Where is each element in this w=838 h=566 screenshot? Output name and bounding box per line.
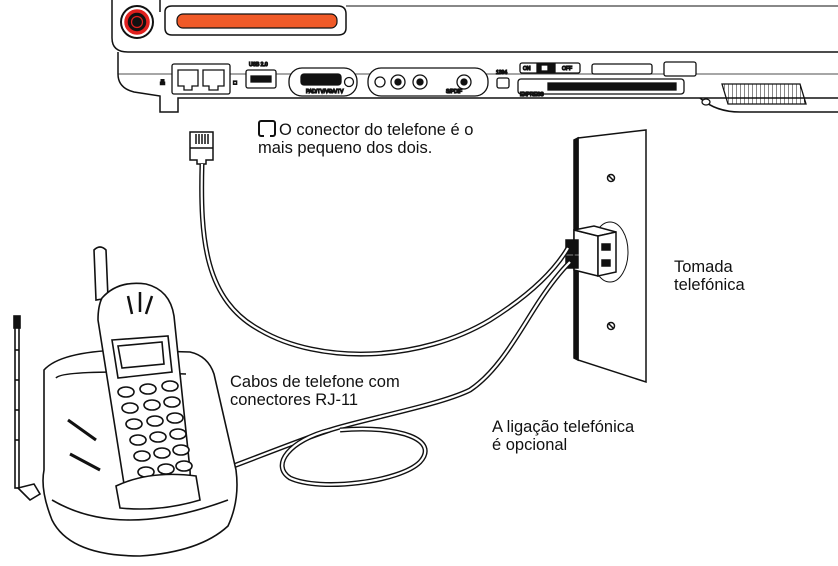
cradle-front	[115, 473, 201, 510]
rj11-plug-laptop	[189, 131, 214, 165]
card-reader-slot	[591, 63, 653, 75]
av-out-label: PAD/TV/VGA/TV	[306, 89, 344, 95]
cordless-phone	[13, 246, 238, 557]
wall-socket-line2: telefónica	[674, 276, 745, 294]
phone-port-icon: ◻	[233, 80, 237, 86]
phone-cables	[199, 163, 572, 488]
handset-antenna	[93, 246, 109, 301]
usb-port: USB 2.0	[245, 61, 277, 89]
switch-on-label: ON	[523, 66, 531, 72]
audio-jacks: S/PDIF	[367, 67, 489, 97]
ir-window	[663, 61, 697, 77]
wireless-switch: ON OFF	[519, 62, 581, 74]
keypad	[117, 380, 193, 478]
cables-line1: Cabos de telefone com	[230, 373, 400, 391]
firewire-label: 1394	[496, 70, 507, 76]
optional-line2: é opcional	[492, 436, 568, 454]
laptop-ports: 品 ◻ USB 2.0 PAD/TV/VGA/TV S/PDIF	[159, 61, 807, 106]
spdif-label: S/PDIF	[446, 89, 462, 95]
av-out-port: PAD/TV/VGA/TV	[288, 67, 358, 97]
power-button	[120, 5, 154, 39]
network-icon: 品	[160, 80, 165, 86]
firewire-port: 1394	[495, 69, 510, 89]
connector-note: O conector do telefone é o mais pequeno …	[258, 120, 473, 157]
switch-off-label: OFF	[562, 66, 572, 72]
connector-note-line2: mais pequeno dos dois.	[258, 139, 433, 157]
wall-socket-adapter	[565, 225, 617, 277]
wall-socket-label: Tomada telefónica	[674, 258, 745, 294]
phone-port-icon	[258, 120, 276, 138]
expresscard-label: EXPRESS	[520, 92, 544, 98]
usb-label: USB 2.0	[249, 62, 268, 68]
cables-line2: conectores RJ-11	[230, 391, 359, 409]
expresscard-slot: EXPRESS	[517, 78, 685, 99]
handset	[97, 282, 193, 508]
status-light-bar	[176, 13, 338, 29]
wall-socket-line1: Tomada	[674, 258, 733, 276]
air-vent	[721, 83, 807, 105]
base-antenna	[13, 315, 42, 502]
optional-label: A ligação telefónica é opcional	[492, 418, 634, 454]
rj-ports: 品 ◻	[159, 63, 238, 95]
cables-label: Cabos de telefone com conectores RJ-11	[230, 373, 400, 409]
connector-note-line1: O conector do telefone é o	[279, 121, 474, 139]
connector-note-line1-row: O conector do telefone é o	[258, 120, 473, 139]
optional-line1: A ligação telefónica	[492, 418, 635, 436]
laptop-foot	[701, 98, 711, 106]
